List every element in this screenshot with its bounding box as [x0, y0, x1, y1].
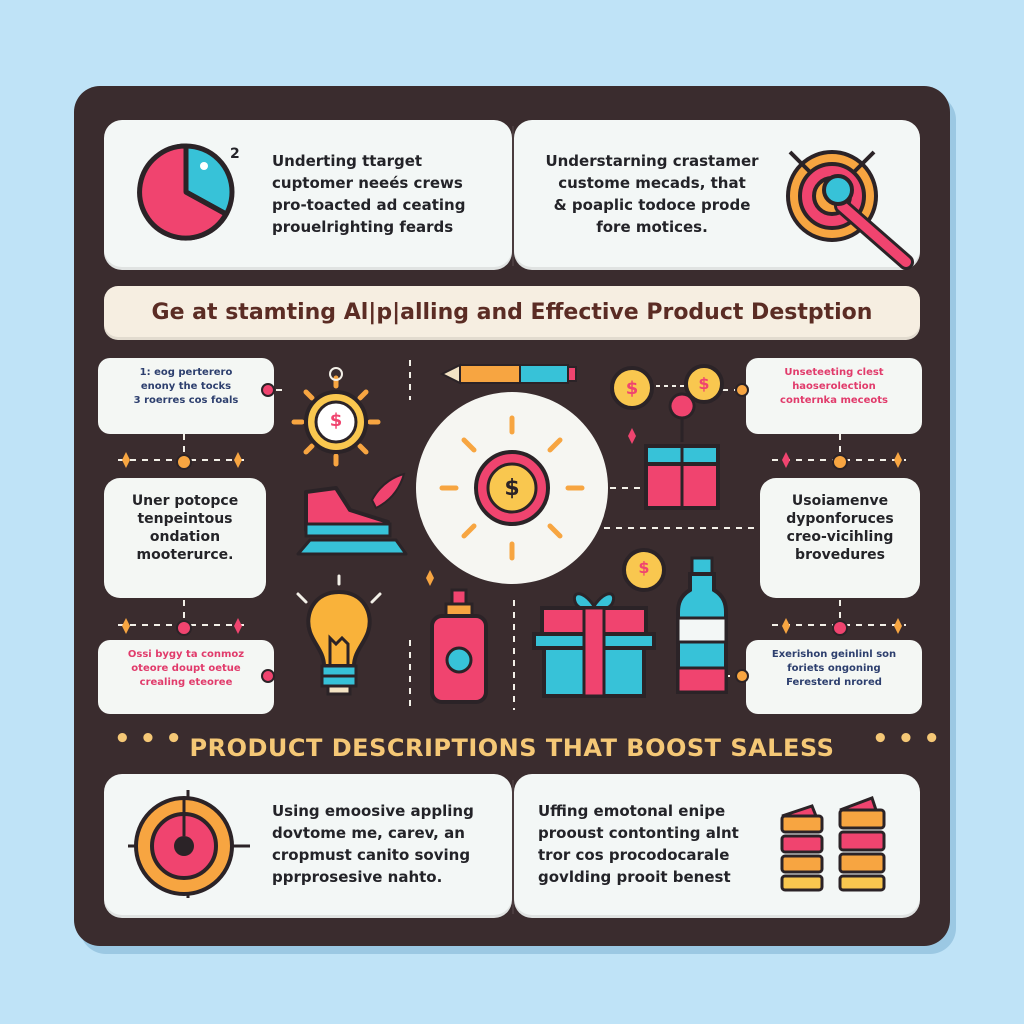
sun-coin-dollar: $ — [329, 410, 343, 431]
note-mid-left: Uner potopce tenpeintous ondation mooter… — [104, 478, 266, 598]
note-bottom-left: Ossi bygy ta conmoz oteore doupt oetue c… — [98, 640, 274, 714]
note-top-left: 1: eog perterero enony the tocks 3 roerr… — [98, 358, 274, 434]
headline-dots-right: • • • — [872, 724, 940, 754]
stacked-bars-icon — [780, 796, 886, 892]
lightbulb-icon — [296, 574, 382, 696]
center-hub — [416, 392, 608, 584]
note-mid-right: Usoiamenve dyponforuces creo-vicihling b… — [760, 478, 920, 598]
pie-superscript: 2 — [230, 146, 240, 162]
top-left-text: Underting ttarget cuptomer neeés crews p… — [272, 152, 466, 236]
gift-box-icon — [532, 592, 656, 698]
center-dollar-icon: $ — [504, 476, 520, 501]
bottle-icon — [430, 588, 488, 704]
banner-title: Ge at stamting Al|p|alling and Effective… — [104, 286, 920, 340]
pie-chart-icon — [137, 143, 235, 241]
target-magnifier-icon — [786, 150, 914, 270]
top-right-text: Understarning crastamer custome mecads, … — [545, 152, 759, 236]
bottom-left-text: Using emoosive appling dovtome me, carev… — [272, 802, 474, 886]
small-coin-dollar: $ — [638, 558, 650, 577]
headline: PRODUCT DESCRIPTIONS THAT BOOST SALESS — [189, 734, 835, 762]
top-divider — [512, 126, 514, 266]
bottom-right-text: Uffing emotonal enipe prooust contonting… — [538, 802, 739, 886]
shoe-icon — [296, 472, 408, 556]
bottom-divider — [512, 780, 514, 914]
sun-coin-icon — [291, 367, 381, 467]
coins-gift-icon — [610, 364, 724, 510]
coin-dollar-1: $ — [625, 378, 639, 399]
tall-bottle-icon — [676, 556, 728, 694]
note-bottom-right: Exerishon geinlinl son foriets ongoning … — [746, 640, 922, 714]
note-top-right: Unseteeting clest haoserolection contern… — [746, 358, 922, 434]
small-coin-icon — [622, 548, 666, 592]
coin-dollar-2: $ — [698, 374, 710, 393]
target-gauge-icon — [128, 790, 250, 898]
headline-dots-left: • • • — [114, 724, 182, 754]
pencil-icon — [439, 363, 577, 385]
